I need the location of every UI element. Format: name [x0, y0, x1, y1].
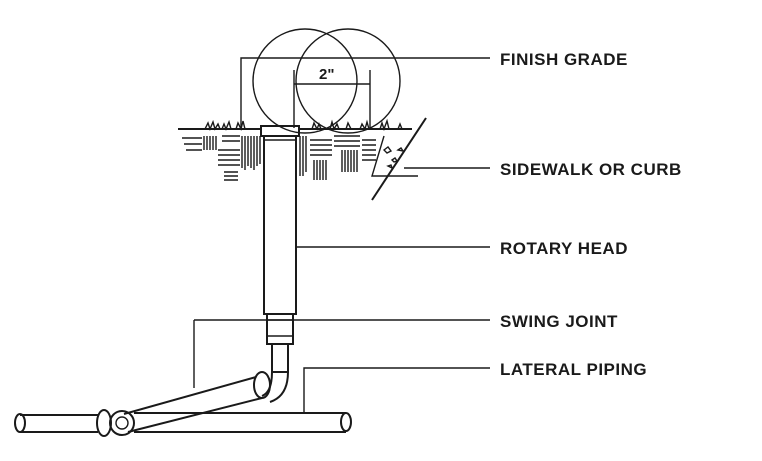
label-lateral-piping: LATERAL PIPING [500, 360, 647, 379]
lateral-piping [14, 367, 490, 433]
rotary-head [260, 125, 490, 345]
label-rotary-head: ROTARY HEAD [500, 239, 628, 258]
label-swing-joint: SWING JOINT [500, 312, 618, 331]
label-sidewalk-or-curb: SIDEWALK OR CURB [500, 160, 682, 179]
soil-left [182, 135, 261, 181]
dimension-2-inch: 2" [293, 66, 371, 128]
label-finish-grade: FINISH GRADE [500, 50, 628, 69]
dimension-label: 2" [319, 66, 334, 83]
ground-surface [178, 118, 412, 132]
finish-grade-leader [240, 57, 490, 130]
labels: FINISH GRADE SIDEWALK OR CURB ROTARY HEA… [500, 50, 682, 379]
swing-joint [96, 319, 490, 437]
spray-circles [252, 28, 401, 134]
sidewalk-curb [371, 117, 490, 201]
soil-right [299, 135, 376, 180]
